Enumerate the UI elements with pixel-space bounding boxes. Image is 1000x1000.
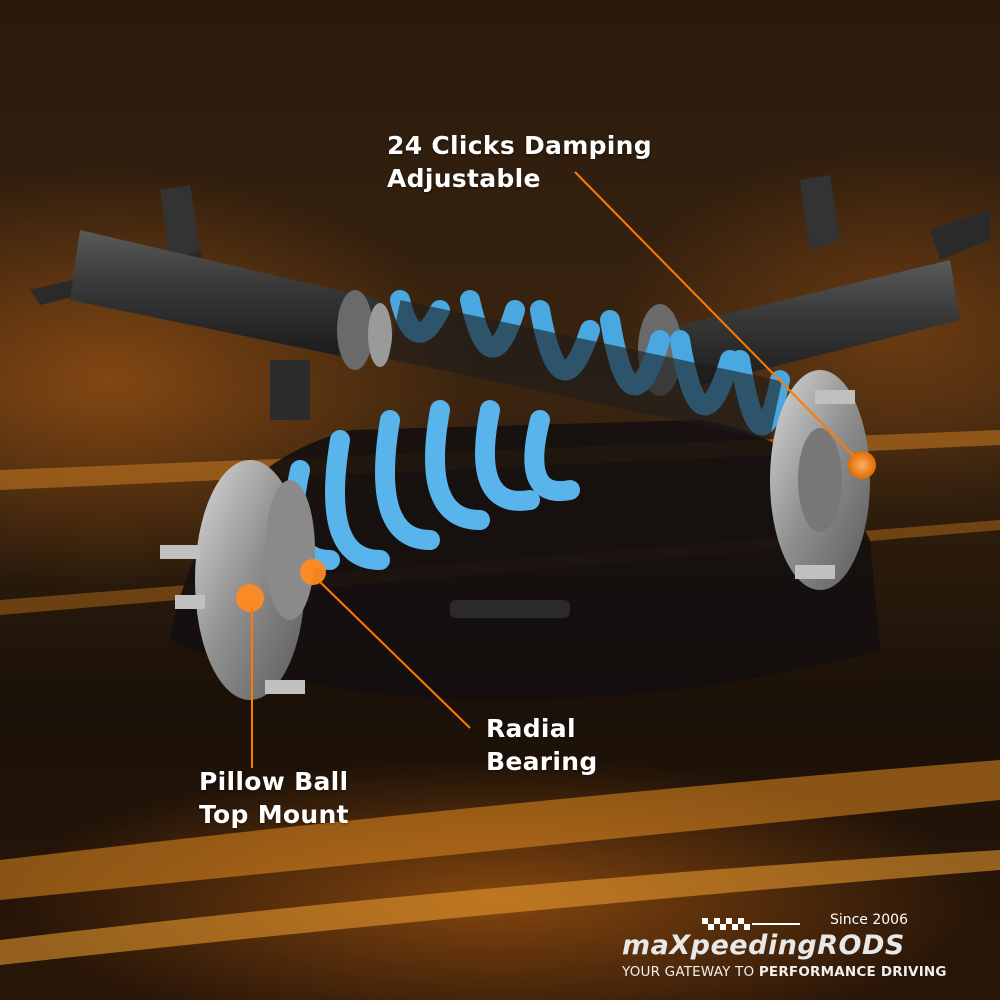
brand-tagline: YOUR GATEWAY TO PERFORMANCE DRIVING: [622, 964, 947, 980]
brand-logo-block: Since 2006 maXpeedingRODS YOUR GATEWAY T…: [620, 912, 960, 986]
car-silhouette: [170, 420, 880, 700]
callout-radial-line1: Radial: [486, 714, 576, 743]
brand-tagline-normal: YOUR GATEWAY TO: [622, 964, 759, 980]
brand-since: Since 2006: [829, 912, 908, 928]
radial-bearing-marker-icon: [300, 559, 326, 585]
brand-wordmark-right: peedingRODS: [690, 930, 905, 961]
callout-damping-line1: 24 Clicks Damping: [387, 131, 652, 160]
callout-pillow-ball-top-mount: Pillow Ball Top Mount: [199, 765, 349, 831]
rear-strut: [30, 175, 990, 420]
callout-pillow-line1: Pillow Ball: [199, 767, 349, 796]
callout-pillow-line2: Top Mount: [199, 800, 349, 829]
callout-radial-line2: Bearing: [486, 747, 598, 776]
pillow-ball-marker-icon: [236, 584, 264, 612]
leader-lines: [251, 171, 857, 768]
callout-damping-adjustable: 24 Clicks Damping Adjustable: [387, 129, 652, 195]
brand-wordmark-left: maX: [622, 930, 691, 961]
callout-radial-bearing: Radial Bearing: [486, 712, 598, 778]
checkered-flag-icon: [702, 918, 800, 930]
brand-wordmark: maXpeedingRODS: [622, 930, 905, 961]
callout-damping-line2: Adjustable: [387, 164, 541, 193]
brand-tagline-bold: PERFORMANCE DRIVING: [758, 964, 947, 980]
left-top-mount: [160, 460, 326, 700]
right-top-mount: [770, 370, 876, 590]
